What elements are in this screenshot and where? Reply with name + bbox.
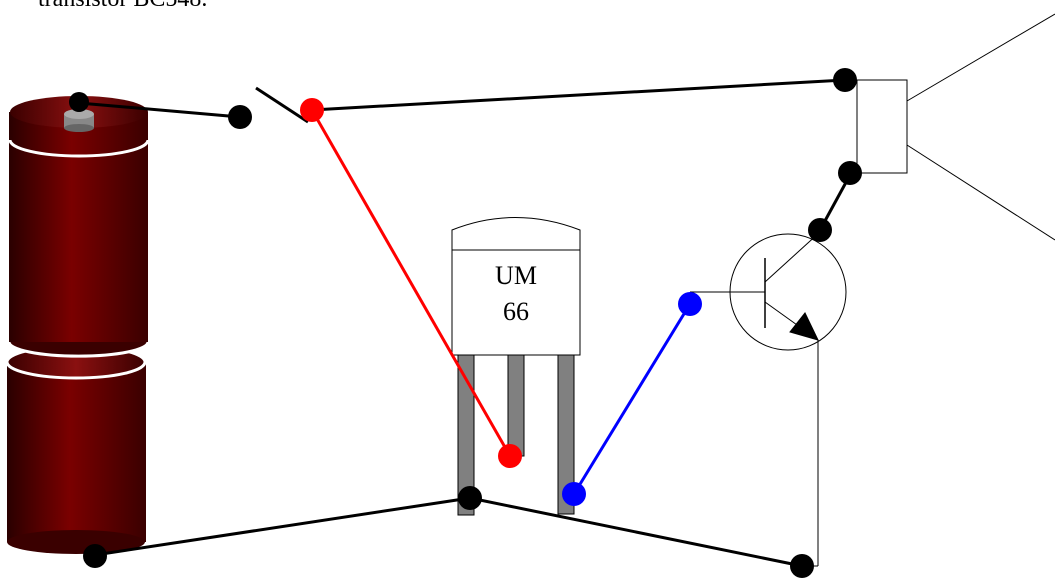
black-wires <box>78 78 852 568</box>
speaker-magnet <box>856 79 908 174</box>
speaker-cone-bottom <box>906 144 1055 241</box>
wire-battery-to-switch <box>78 101 241 119</box>
ic-leg-middle <box>507 351 525 457</box>
node-ic-right-blue <box>562 482 586 506</box>
node-speaker-top <box>833 68 857 92</box>
node-ic-ground <box>458 486 482 510</box>
battery-cell-lower <box>5 344 147 554</box>
node-battery-bottom <box>83 544 107 568</box>
wire-ic-ground-to-emitter <box>469 496 803 568</box>
battery <box>5 96 150 554</box>
battery-cell-upper <box>7 96 150 358</box>
caption-text: transistor BC548. <box>38 0 207 13</box>
node-ic-middle-red <box>498 444 522 468</box>
ic-um66: UM 66 <box>451 217 581 516</box>
battery-terminal <box>64 109 94 132</box>
node-collector <box>808 218 832 242</box>
node-switch-left <box>228 105 252 129</box>
node-speaker-bottom <box>838 161 862 185</box>
wire-blue <box>572 303 692 495</box>
npn-transistor <box>690 231 847 567</box>
transistor-emitter-arrow <box>789 312 819 341</box>
wire-switch-to-speaker <box>311 78 846 112</box>
node-battery-top <box>69 92 89 112</box>
wire-red <box>310 109 512 457</box>
node-switch-right-red <box>300 98 324 122</box>
node-base-blue <box>678 292 702 316</box>
ic-body <box>451 217 581 356</box>
speaker-cone-top <box>906 13 1055 102</box>
ic-label-line1: UM <box>495 261 537 290</box>
ic-label-line2: 66 <box>503 297 529 326</box>
wire-battery-to-ic-ground <box>94 496 471 557</box>
nodes <box>69 68 862 578</box>
switch-lever <box>255 86 309 124</box>
node-emitter-bottom <box>790 554 814 578</box>
speaker <box>845 13 1055 241</box>
transistor-collector-lead <box>764 231 821 283</box>
